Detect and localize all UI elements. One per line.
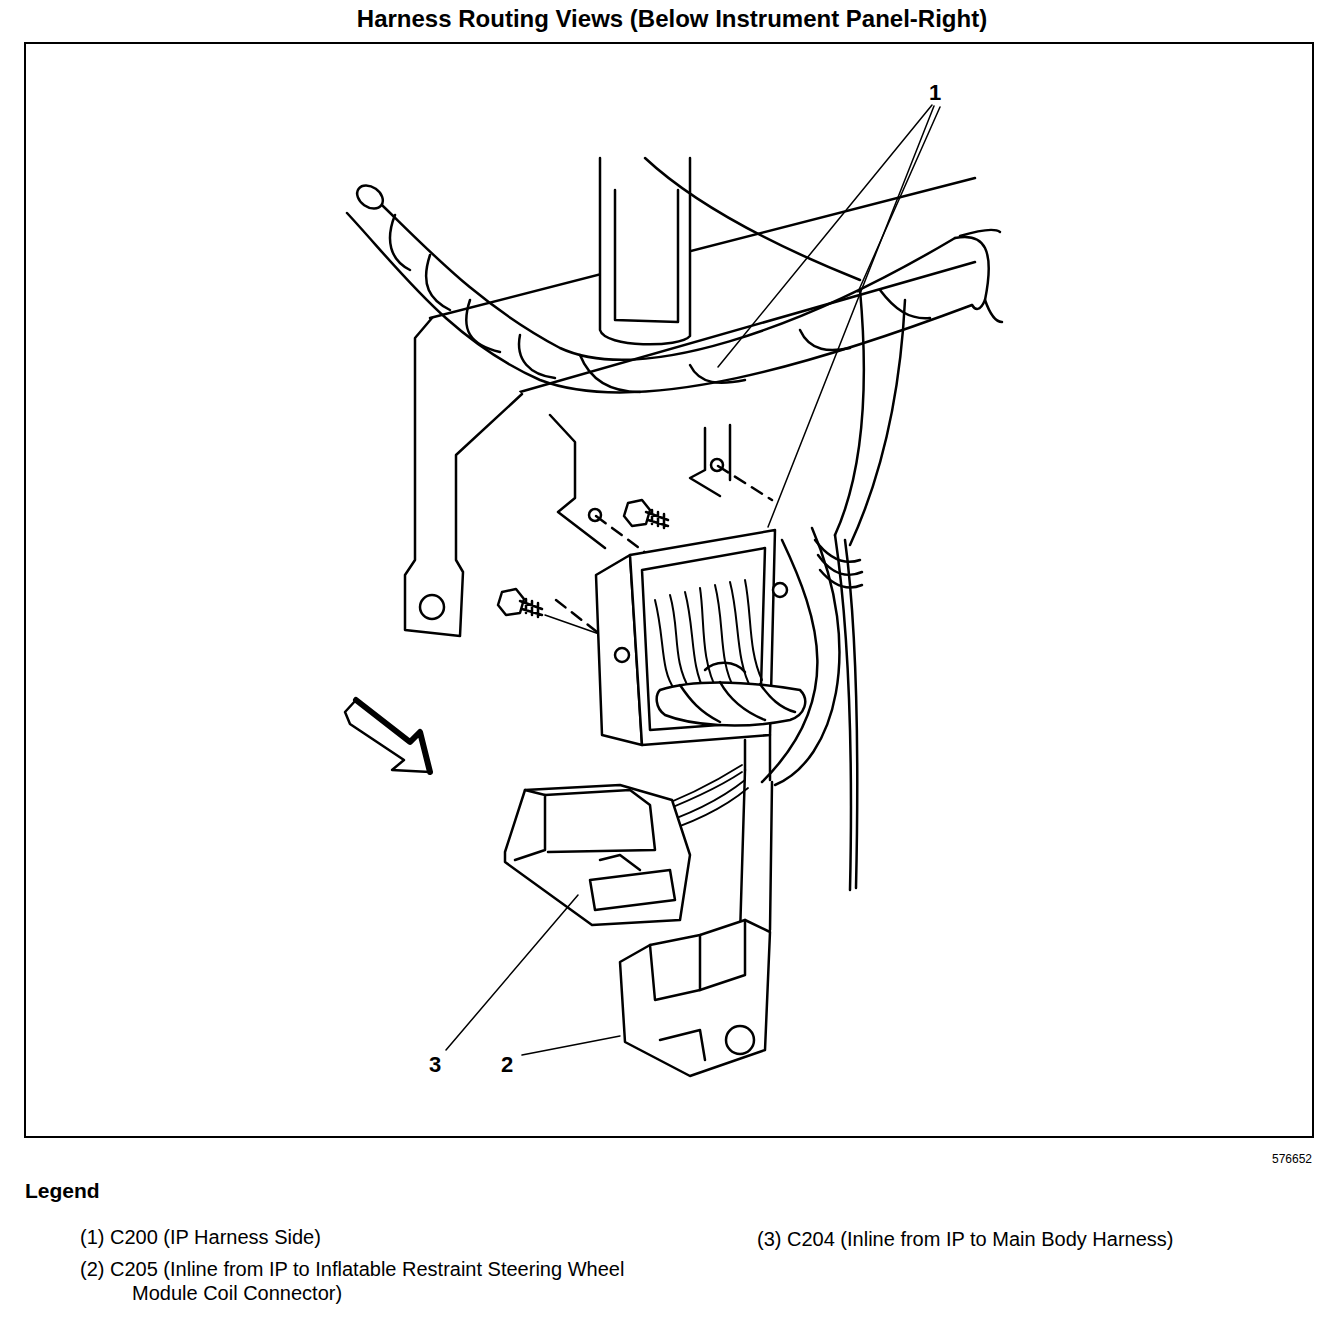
callout-number: 1 [929, 80, 941, 106]
legend-entry: (2) C205 (Inline from IP to Inflatable R… [80, 1257, 640, 1305]
figure-number: 576652 [1272, 1152, 1312, 1166]
frame [25, 43, 1313, 1137]
legend-entry: (3) C204 (Inline from IP to Main Body Ha… [757, 1227, 1327, 1251]
diagram-title: Harness Routing Views (Below Instrument … [0, 5, 1344, 34]
legend-heading: Legend [25, 1178, 100, 1203]
callout-number: 2 [501, 1052, 513, 1078]
legend-entry: (1) C200 (IP Harness Side) [80, 1225, 700, 1249]
callout-number: 3 [429, 1052, 441, 1078]
